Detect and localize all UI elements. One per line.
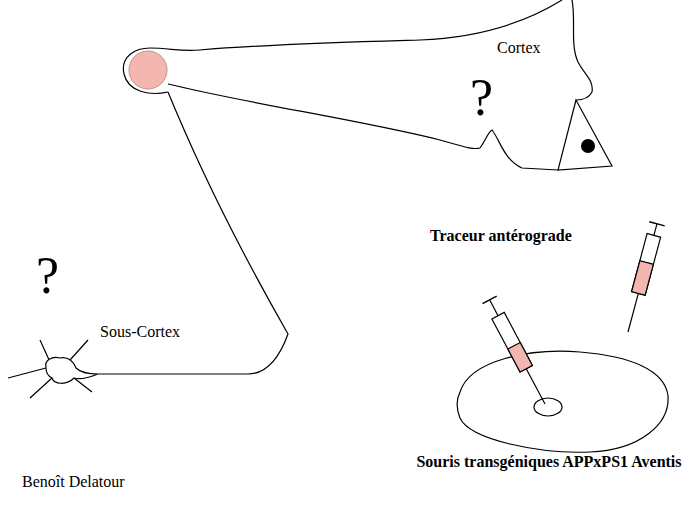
mouse-label: Souris transgéniques APPxPS1 Aventis <box>414 452 684 471</box>
region-label: Cortex <box>497 38 541 57</box>
tracer-label: Traceur antérograde <box>430 226 572 245</box>
region-label: Sous-Cortex <box>100 322 180 341</box>
question-mark: ? <box>36 250 59 302</box>
author-label: Benoît Delatour <box>22 472 125 491</box>
question-mark: ? <box>470 72 493 124</box>
